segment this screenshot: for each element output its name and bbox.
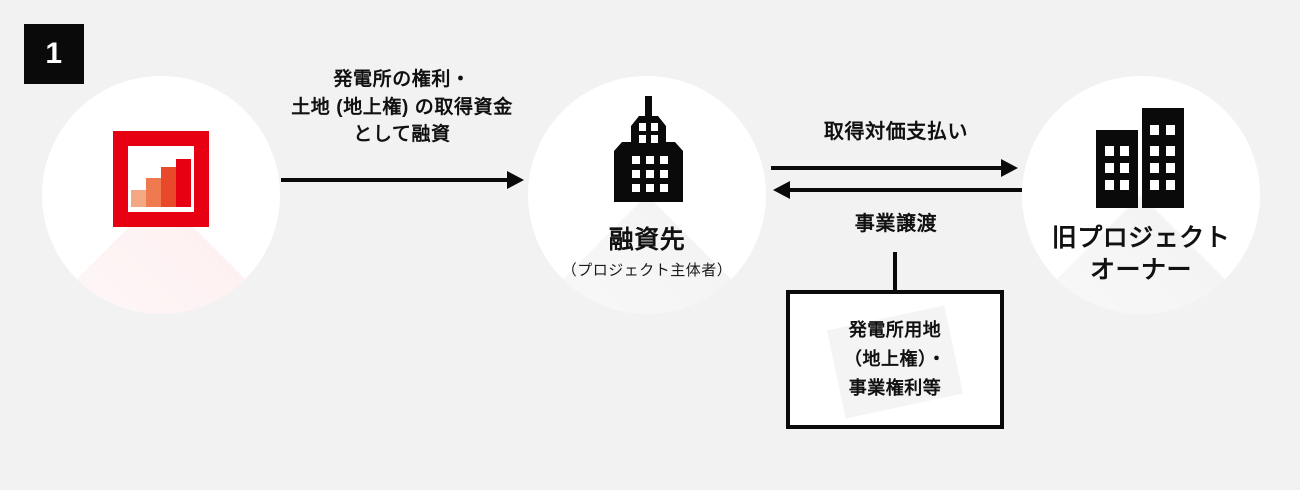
office-tower-icon	[604, 96, 692, 207]
arrow-acquisition-payment-head	[1001, 159, 1018, 177]
former-owner-plate	[1022, 76, 1260, 314]
edge-label-business-transfer: 事業譲渡	[854, 213, 938, 235]
step-number-badge: 1	[24, 24, 84, 84]
asset-box-connector	[893, 252, 897, 292]
arrow-business-transfer-head	[773, 181, 790, 199]
asset-box-text: 発電所用地 （地上権）・ 事業権利等	[844, 319, 946, 399]
edge-label-acquisition-payment: 取得対価支払い	[823, 121, 969, 143]
arrow-loan-head	[507, 171, 524, 189]
step-number-label: 1	[45, 37, 63, 70]
former-owner-title: 旧プロジェクト オーナー	[1051, 224, 1231, 284]
arrow-business-transfer-line	[790, 188, 1022, 192]
borrower-subtitle: （プロジェクト主体者）	[561, 262, 733, 279]
bar-chart-icon	[113, 131, 209, 227]
asset-box: 発電所用地 （地上権）・ 事業権利等	[786, 290, 1004, 429]
arrow-loan-line	[281, 178, 509, 182]
two-buildings-icon	[1094, 108, 1190, 213]
edge-label-loan: 発電所の権利・ 土地 (地上権) の取得資金 として融資	[291, 69, 513, 146]
arrow-acquisition-payment-line	[771, 166, 1003, 170]
borrower-title: 融資先	[608, 226, 686, 254]
